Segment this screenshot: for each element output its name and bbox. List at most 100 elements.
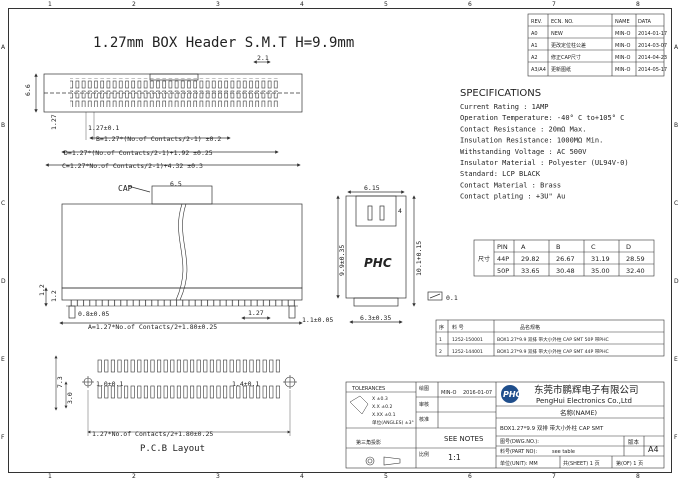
pcb-pad bbox=[275, 359, 280, 373]
zone-col-label: 7 bbox=[552, 473, 556, 480]
side-outline bbox=[345, 195, 407, 299]
dim-table-cell: 28.59 bbox=[626, 255, 645, 263]
drawing-title: 1.27mm BOX Header S.M.T H=9.9mm bbox=[93, 35, 354, 51]
spec-line: Withstanding Voltage : AC 500V bbox=[460, 148, 587, 156]
zone-row-label: E bbox=[674, 356, 678, 363]
cap-label: CAP bbox=[118, 184, 133, 193]
dim-pcb-span: 1.27*No.of Contacts/2+1.80±0.25 bbox=[92, 430, 213, 438]
dim-table-side-label: 尺寸 bbox=[478, 255, 490, 263]
name-label: 名称(NAME) bbox=[560, 408, 597, 417]
zone-row-label: A bbox=[674, 44, 679, 51]
pcb-pad bbox=[110, 359, 115, 373]
rev-cell: 修正CAP尺寸 bbox=[551, 54, 581, 61]
tolerance-row: X ±0.3 bbox=[372, 396, 388, 402]
dim-top-d: D=1.27*(No.of Contacts/2-1)+1.92 ±0.25 bbox=[64, 149, 213, 157]
dim-pcb-hole2: 1.4±0.1 bbox=[232, 380, 259, 388]
draw-date: 2016-01-07 bbox=[463, 390, 492, 396]
spec-line: Operation Temperature: -40° C to+105° C bbox=[460, 114, 624, 122]
rev-header: NAME bbox=[615, 19, 630, 25]
zone-col-label: 4 bbox=[300, 473, 304, 480]
dim-front-post-l: 0.8±0.05 bbox=[78, 310, 109, 318]
zone-col-label: 5 bbox=[384, 1, 388, 8]
rev-cell: 2014-01-17 bbox=[638, 31, 667, 37]
pcb-pad bbox=[97, 359, 102, 373]
rev-header: ECN. NO. bbox=[551, 19, 574, 25]
zone-row-label: E bbox=[1, 356, 5, 363]
pcb-pad bbox=[203, 385, 208, 399]
pcb-pad bbox=[183, 385, 188, 399]
drawing-frame bbox=[8, 8, 672, 473]
rev-cell: MIN-O bbox=[615, 55, 630, 61]
see-notes: SEE NOTES bbox=[444, 435, 484, 443]
tolerance-row: 单位(ANGLES) ±3° bbox=[372, 419, 414, 426]
pcb-pad bbox=[190, 385, 195, 399]
parts-cell: 2 bbox=[439, 349, 442, 355]
pcb-pad bbox=[242, 385, 247, 399]
parts-header: 品名规格 bbox=[520, 324, 540, 331]
pcb-pad bbox=[256, 385, 261, 399]
rev-label: 版本 bbox=[628, 438, 640, 446]
pcb-pad bbox=[223, 385, 228, 399]
phc-mark: PHC bbox=[364, 256, 392, 270]
pcb-pad bbox=[242, 359, 247, 373]
company-en: PengHui Electronics Co.,Ltd bbox=[536, 397, 632, 405]
front-post-right bbox=[288, 305, 296, 319]
pcb-pad bbox=[269, 385, 274, 399]
dim-table-cell: 30.48 bbox=[556, 267, 575, 275]
part-value: see table bbox=[552, 449, 575, 455]
pcb-pad bbox=[249, 359, 254, 373]
rev-value: A4 bbox=[648, 445, 659, 454]
pcb-pad bbox=[97, 385, 102, 399]
spec-line: Contact Material : Brass bbox=[460, 181, 561, 189]
zone-col-label: 4 bbox=[300, 1, 304, 8]
pcb-pad bbox=[256, 359, 261, 373]
rev-cell: MIN-O bbox=[615, 67, 630, 73]
pcb-pad bbox=[137, 359, 142, 373]
dim-table bbox=[473, 239, 655, 277]
pcb-pad bbox=[124, 385, 129, 399]
front-post-left bbox=[68, 305, 76, 319]
dim-flatness: 0.1 bbox=[446, 294, 458, 302]
spec-line: Current Rating : 1AMP bbox=[460, 103, 549, 111]
pcb-pad bbox=[216, 359, 221, 373]
dim-table-cell: 31.19 bbox=[591, 255, 610, 263]
rev-cell: 2014-05-17 bbox=[638, 67, 667, 73]
zone-col-label: 7 bbox=[552, 1, 556, 8]
pcb-pad bbox=[249, 385, 254, 399]
top-view bbox=[34, 60, 303, 167]
pcb-pad bbox=[223, 359, 228, 373]
rev-header: REV. bbox=[531, 19, 542, 25]
pcb-pad bbox=[229, 385, 234, 399]
cap-outline bbox=[151, 185, 213, 205]
rev-cell: 2014-03-07 bbox=[638, 43, 667, 49]
dim-table-header: C bbox=[591, 243, 596, 251]
pcb-pad bbox=[104, 359, 109, 373]
pcb-pad bbox=[236, 359, 241, 373]
zone-col-label: 5 bbox=[384, 473, 388, 480]
side-view bbox=[336, 190, 443, 324]
dim-table-cell: 44P bbox=[497, 255, 509, 263]
zone-col-label: 6 bbox=[468, 473, 472, 480]
spec-line: Standard: LCP BLACK bbox=[460, 170, 541, 178]
tolerance-row: X.XX ±0.1 bbox=[372, 412, 396, 418]
parts-header: 序 bbox=[439, 324, 444, 331]
front-leads bbox=[66, 300, 298, 306]
dim-table-header: B bbox=[556, 243, 560, 251]
zone-row-label: B bbox=[674, 122, 679, 129]
pcb-pad bbox=[275, 385, 280, 399]
front-base bbox=[61, 287, 303, 301]
pcb-pad bbox=[190, 359, 195, 373]
rev-cell: 更改定位柱公差 bbox=[551, 42, 586, 49]
pcb-pad bbox=[157, 385, 162, 399]
specs-heading: SPECIFICATIONS bbox=[460, 88, 541, 99]
spec-line: Contact Resistance : 20mΩ Max. bbox=[460, 125, 586, 133]
zone-col-label: 8 bbox=[636, 473, 640, 480]
dim-top-b: B=1.27*(No.of Contacts/2-1) ±0.2 bbox=[96, 135, 221, 143]
dim-side-width: 6.15 bbox=[364, 184, 380, 192]
pcb-pad bbox=[143, 385, 148, 399]
parts-cell: 1252-144001 bbox=[452, 349, 483, 355]
dim-top-height: 6.6 bbox=[24, 84, 32, 96]
pcb-pad bbox=[203, 359, 208, 373]
pcb-pad bbox=[104, 385, 109, 399]
dim-pcb-height: 7.3 bbox=[56, 376, 64, 388]
